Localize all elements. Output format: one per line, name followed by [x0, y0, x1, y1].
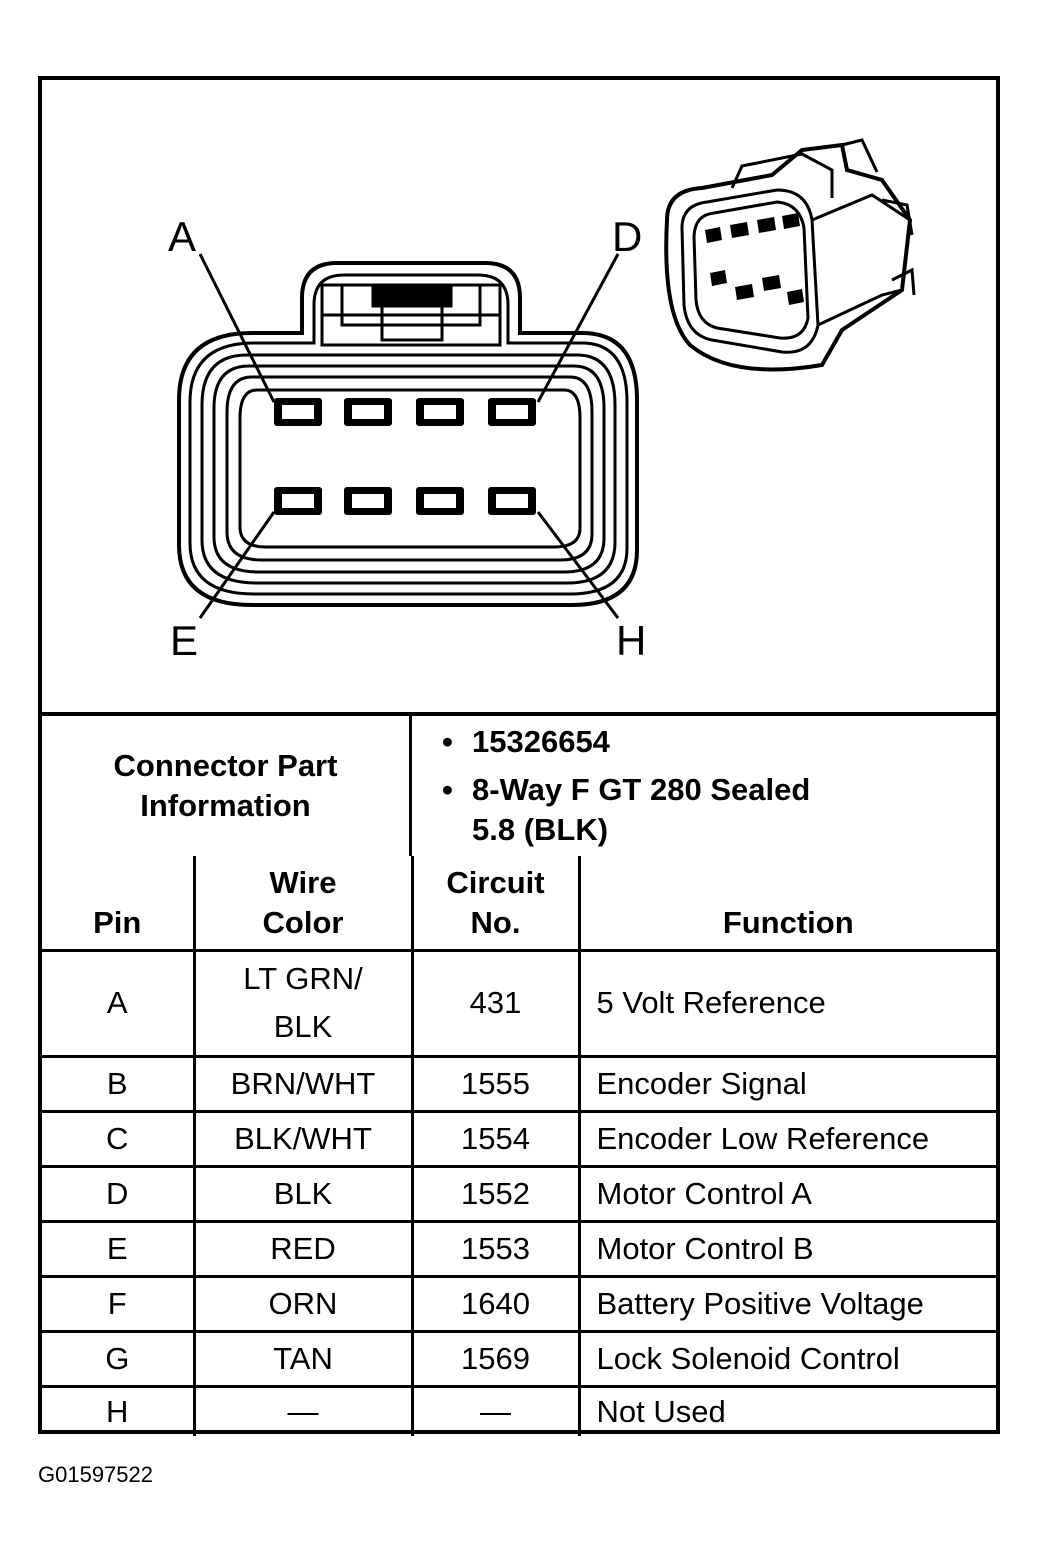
pin-label-h: H — [616, 617, 647, 664]
circuit-cell: 1553 — [410, 1219, 581, 1278]
figure-id: G01597522 — [38, 1462, 153, 1487]
wire-color-cell: BLK/WHT — [192, 1109, 414, 1168]
pin-cell: H — [42, 1384, 196, 1436]
table-row: F ORN 1640 Battery Positive Voltage — [42, 1274, 996, 1333]
circuit-cell: 1569 — [410, 1329, 581, 1388]
housing-outline-2 — [188, 273, 629, 596]
table-header-row: Pin Wire Color Circuit No. Function — [42, 856, 996, 952]
latch-slot — [380, 303, 444, 342]
function-cell: 5 Volt Reference — [577, 948, 996, 1058]
circuit-cell: — — [410, 1384, 581, 1436]
pin-label-e: E — [170, 617, 199, 664]
wire-color-cell: BRN/WHT — [192, 1054, 414, 1113]
pin-cell: C — [42, 1109, 196, 1168]
part-number: 15326654 — [472, 724, 610, 759]
part-description-line1: 8-Way F GT 280 Sealed — [472, 772, 811, 807]
pin-table: Pin Wire Color Circuit No. Function A LT… — [42, 856, 996, 1436]
connector-part-info-values: • 15326654 • 8-Way F GT 280 Sealed 5.8 (… — [412, 716, 996, 856]
wire-color-cell: RED — [192, 1219, 414, 1278]
leader-line-a — [198, 253, 276, 403]
pin-label-d: D — [612, 213, 643, 260]
housing-outline-5 — [225, 375, 594, 562]
part-number-item: • 15326654 — [442, 722, 610, 762]
circuit-cell: 1640 — [410, 1274, 581, 1333]
function-cell: Encoder Low Reference — [577, 1109, 996, 1168]
connector-figure: A D E H Connector Part Information • 153… — [38, 76, 1000, 1436]
latch-tab — [371, 284, 453, 308]
bullet-icon: • — [442, 772, 453, 807]
function-cell: Motor Control B — [577, 1219, 996, 1278]
pinout-table: Pin Wire Color Circuit No. Function A LT… — [42, 856, 996, 1436]
pin-cell: B — [42, 1054, 196, 1113]
table-row: G TAN 1569 Lock Solenoid Control — [42, 1329, 996, 1388]
connector-face-drawing — [177, 138, 916, 619]
table-row: C BLK/WHT 1554 Encoder Low Reference — [42, 1109, 996, 1168]
connector-part-info: Connector Part Information • 15326654 • … — [42, 712, 996, 856]
header-circuit-no: Circuit No. — [410, 856, 581, 952]
wire-color-cell: ORN — [192, 1274, 414, 1333]
wire-color-cell: — — [192, 1384, 414, 1436]
part-description-item: • 8-Way F GT 280 Sealed 5.8 (BLK) — [442, 770, 811, 850]
pin-cell: F — [42, 1274, 196, 1333]
table-row: E RED 1553 Motor Control B — [42, 1219, 996, 1278]
function-cell: Lock Solenoid Control — [577, 1329, 996, 1388]
table-row: B BRN/WHT 1555 Encoder Signal — [42, 1054, 996, 1113]
connector-isometric-view — [664, 138, 916, 372]
function-cell: Battery Positive Voltage — [577, 1274, 996, 1333]
wire-color-cell: TAN — [192, 1329, 414, 1388]
leader-line-h — [536, 511, 620, 619]
table-row: A LT GRN/ BLK 431 5 Volt Reference — [42, 948, 996, 1058]
header-pin: Pin — [42, 856, 196, 952]
housing-outline-4 — [212, 364, 606, 574]
header-wire-color: Wire Color — [192, 856, 414, 952]
isometric-terminal-cavities — [705, 213, 804, 305]
connector-part-label-line1: Connector Part — [113, 748, 338, 783]
wire-color-cell: BLK — [192, 1164, 414, 1223]
connector-part-label-line2: Information — [140, 788, 311, 823]
function-cell: Not Used — [577, 1384, 996, 1436]
bullet-icon: • — [442, 724, 453, 759]
pin-cell: G — [42, 1329, 196, 1388]
circuit-cell: 431 — [410, 948, 581, 1058]
circuit-cell: 1554 — [410, 1109, 581, 1168]
housing-outline-3 — [200, 353, 617, 585]
pin-cell: D — [42, 1164, 196, 1223]
pin-cell: A — [42, 948, 196, 1058]
function-cell: Motor Control A — [577, 1164, 996, 1223]
pin-label-a: A — [168, 213, 197, 260]
table-row: D BLK 1552 Motor Control A — [42, 1164, 996, 1223]
pin-cell: E — [42, 1219, 196, 1278]
header-function: Function — [577, 856, 996, 952]
part-description-line2: 5.8 (BLK) — [472, 812, 609, 847]
housing-outline-inner — [238, 388, 582, 549]
housing-outline-outer — [177, 261, 639, 607]
wire-color-cell: LT GRN/ BLK — [192, 948, 414, 1058]
circuit-cell: 1552 — [410, 1164, 581, 1223]
leader-line-e — [198, 511, 276, 619]
connector-diagram: A D E H — [42, 80, 996, 712]
leader-line-d — [536, 253, 620, 403]
circuit-cell: 1555 — [410, 1054, 581, 1113]
table-row: H — — Not Used — [42, 1384, 996, 1436]
connector-part-info-label: Connector Part Information — [42, 716, 412, 856]
function-cell: Encoder Signal — [577, 1054, 996, 1113]
